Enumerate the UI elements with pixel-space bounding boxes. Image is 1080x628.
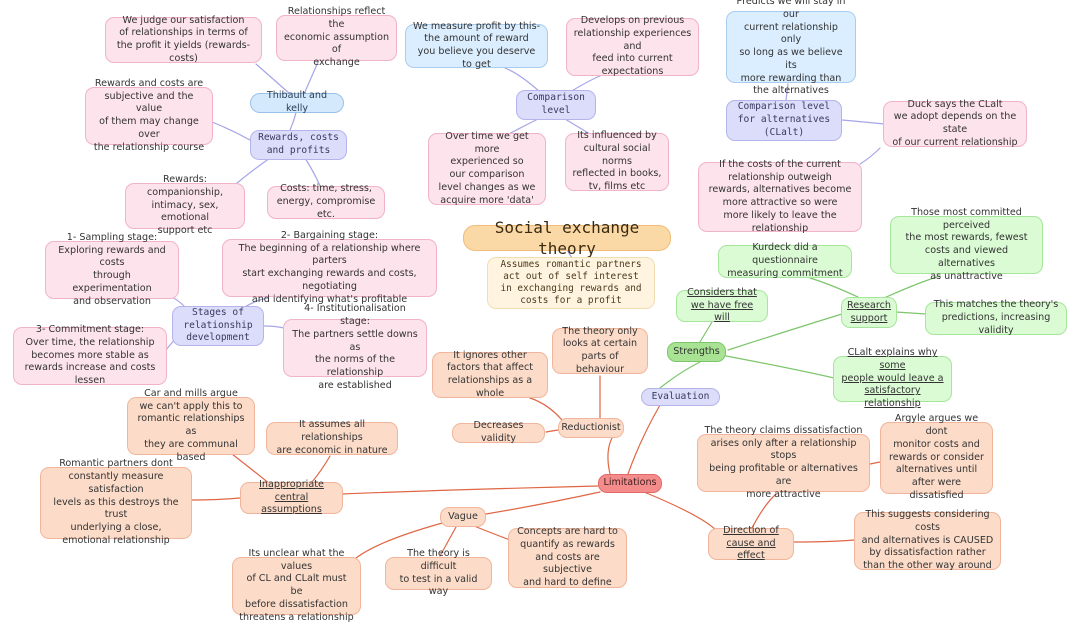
strength-clalt-explains[interactable]: CLalt explains why some people would lea… [833, 347, 952, 409]
lim-direction-cause-effect[interactable]: Direction of cause and effect [708, 525, 794, 561]
strengths-node[interactable]: Strengths [667, 342, 726, 362]
stage-institutionalisation[interactable]: 4- Institutionalisation stage: The partn… [283, 303, 427, 391]
link-thib-c1 [255, 63, 291, 95]
cl-measure-profit[interactable]: We measure profit by this- the amount of… [405, 21, 548, 70]
link-inap-i3 [191, 497, 241, 501]
evaluation-node[interactable]: Evaluation [641, 388, 720, 406]
red-certain-parts[interactable]: The theory only looks at certain parts o… [552, 326, 648, 375]
link-clalt-c1 [785, 83, 789, 101]
subtitle-node[interactable]: Assumes romantic partners act out of sel… [487, 257, 655, 309]
link-lim-vague [485, 491, 601, 515]
rewards-costs-profits-node[interactable]: Rewards, costs and profits [250, 130, 347, 160]
link-str-free [699, 321, 713, 343]
inap-economic[interactable]: It assumes all relationships are economi… [266, 419, 398, 456]
rew-costs-list[interactable]: Costs: time, stress, energy, compromise … [267, 183, 385, 220]
link-clalt-c3 [859, 147, 881, 165]
link-rew-c3 [211, 121, 251, 141]
link-lim-dir [643, 491, 717, 531]
red-decreases-validity[interactable]: Decreases validity [452, 420, 545, 444]
strength-research-support[interactable]: Research support [841, 297, 897, 328]
title-node[interactable]: Social exchange theory [463, 218, 671, 258]
link-cl-c4 [564, 118, 591, 135]
dir-argyle[interactable]: Argyle argues we dont monitor costs and … [880, 413, 993, 501]
thibault-kelly-node[interactable]: Thibault and kelly [250, 90, 344, 114]
link-rew-c4 [235, 157, 271, 185]
link-d1-d2 [869, 461, 881, 465]
link-inap-i2 [311, 455, 331, 483]
comparison-level-node[interactable]: Comparison level [516, 90, 596, 120]
link-res-kurd [809, 277, 861, 299]
lim-reductionist[interactable]: Reductionist [558, 418, 624, 438]
link-dir-d3 [793, 539, 855, 543]
lim-inappropriate-assumptions[interactable]: Inappropriate central assumptions [240, 479, 343, 515]
link-eval-str [659, 361, 701, 389]
link-inap-i1 [231, 453, 271, 485]
vague-hard-quantify[interactable]: Concepts are hard to quantify as rewards… [508, 526, 627, 588]
link-str-res [727, 313, 843, 351]
link-st-s4 [263, 325, 285, 329]
rew-economic-assumption[interactable]: Relationships reflect the economic assum… [276, 6, 397, 68]
link-lim-inap [341, 485, 599, 495]
vague-unclear-values[interactable]: Its unclear what the values of CL and CL… [232, 548, 361, 623]
inap-partners[interactable]: Romantic partners dont constantly measur… [40, 458, 192, 546]
stages-node[interactable]: Stages of relationship development [172, 306, 264, 346]
rew-subjective[interactable]: Rewards and costs are subjective and the… [85, 78, 213, 153]
limitations-node[interactable]: Limitations [598, 474, 662, 493]
link-rew-thib [289, 111, 297, 131]
rew-rewards-list[interactable]: Rewards: companionship, intimacy, sex, e… [125, 174, 245, 236]
strength-free-will[interactable]: Considers that we have free will [676, 287, 768, 323]
link-title-subtitle [566, 249, 573, 259]
cl-influenced[interactable]: Its influenced by cultural social norms … [565, 130, 669, 192]
inap-car-mills[interactable]: Car and mills argue we can't apply this … [127, 388, 255, 463]
dir-theory-claims[interactable]: The theory claims dissatisfaction arises… [697, 425, 870, 500]
vague-difficult-test[interactable]: The theory is difficult to test in a val… [385, 548, 492, 597]
link-vague-v2 [439, 526, 457, 557]
link-vague-v1 [355, 521, 447, 559]
link-eval-lim [627, 404, 661, 475]
link-dir-d1 [751, 493, 777, 529]
research-committed[interactable]: Those most committed perceived the most … [890, 207, 1043, 282]
link-vague-v3 [473, 525, 511, 541]
link-cl-c1 [504, 67, 541, 93]
stage-commitment[interactable]: 3- Commitment stage: Over time, the rela… [13, 324, 167, 386]
clalt-predicts[interactable]: Predicts we will stay in our current rel… [726, 0, 856, 96]
link-res-comm [883, 275, 941, 299]
link-str-clalt [725, 355, 835, 379]
clalt-duck[interactable]: Duck says the CLalt we adopt depends on … [883, 99, 1027, 148]
link-thib-c2 [303, 61, 319, 95]
stage-sampling[interactable]: 1- Sampling stage: Exploring rewards and… [45, 232, 179, 307]
clalt-costs[interactable]: If the costs of the current relationship… [698, 159, 862, 234]
link-red-r3 [545, 429, 559, 433]
link-red-r2 [529, 397, 563, 421]
research-kurdeck[interactable]: Kurdeck did a questionnaire measuring co… [718, 242, 852, 279]
link-res-val [895, 311, 927, 315]
link-lim-red [607, 437, 613, 475]
lim-vague[interactable]: Vague [440, 507, 486, 527]
cl-over-time[interactable]: Over time we get more experienced so our… [428, 131, 546, 206]
link-clalt-c2 [841, 119, 885, 125]
dir-suggests[interactable]: This suggests considering costs and alte… [854, 509, 1001, 571]
link-rew-c5 [304, 157, 321, 187]
cl-develops[interactable]: Develops on previous relationship experi… [566, 15, 699, 77]
clalt-node[interactable]: Comparison level for alternatives (CLalt… [726, 100, 842, 141]
rew-judge-satisfaction[interactable]: We judge our satisfaction of relationshi… [105, 15, 262, 64]
research-validity[interactable]: This matches the theory's predictions, i… [925, 299, 1067, 336]
stage-bargaining[interactable]: 2- Bargaining stage: The beginning of a … [222, 230, 437, 305]
red-ignores-factors[interactable]: It ignores other factors that affect rel… [432, 350, 548, 399]
